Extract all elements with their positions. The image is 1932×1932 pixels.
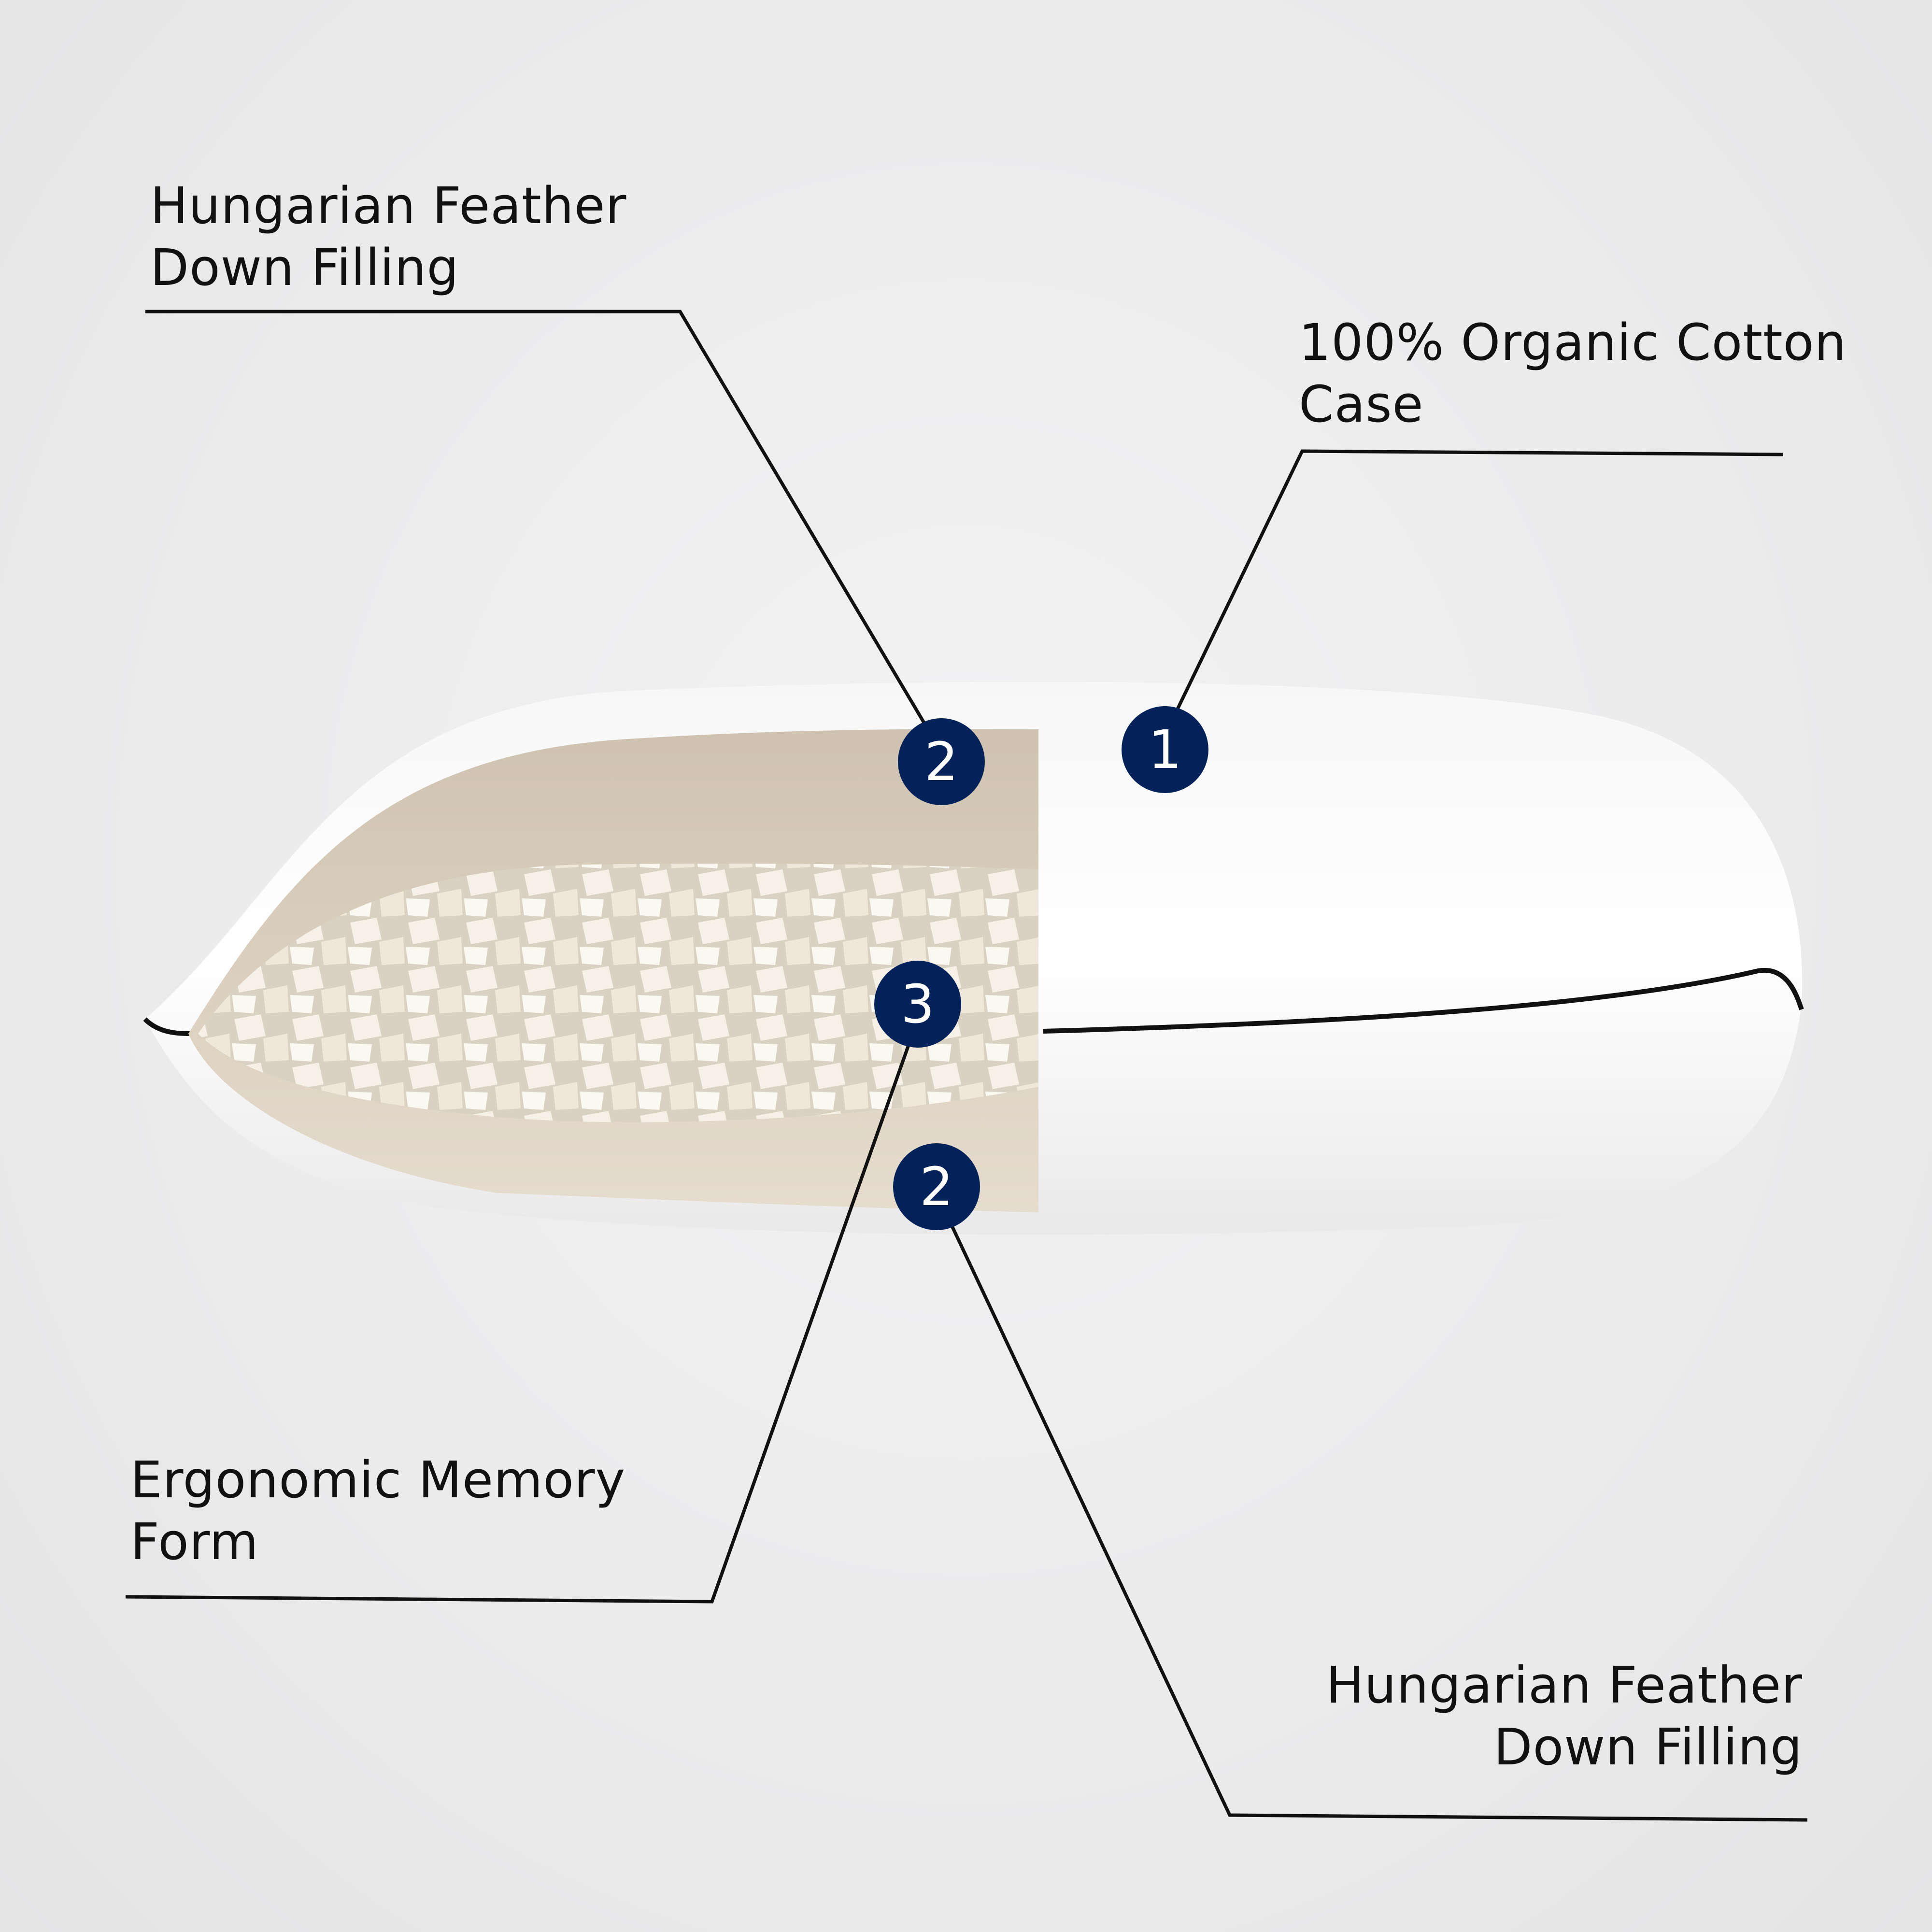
label-memory-foam: Ergonomic Memory Form [130,1449,625,1573]
badge-feather-bottom: 2 [893,1143,980,1230]
label-feather-bottom: Hungarian Feather Down Filling [1326,1654,1803,1778]
badge-feather-top: 2 [898,718,985,805]
label-line: Ergonomic Memory [130,1450,626,1509]
leader-line-cotton-case [1175,449,1783,712]
label-line: 100% Organic Cotton [1299,313,1847,372]
label-feather-top: Hungarian Feather Down Filling [150,175,626,298]
badge-cotton-case: 1 [1122,706,1208,793]
label-line: Case [1299,375,1424,434]
memory-foam-layer [198,864,1038,1122]
badge-memory-foam: 3 [874,961,961,1048]
label-line: Form [130,1512,259,1571]
pillow-piping [1043,967,1804,1034]
label-line: Down Filling [150,238,459,297]
label-cotton-case: 100% Organic Cotton Case [1299,312,1847,435]
label-line: Hungarian Feather [1326,1656,1803,1715]
leader-line-memory-foam [125,1028,916,1604]
label-line: Down Filling [1493,1718,1803,1776]
leader-line-feather-top [145,310,932,734]
label-line: Hungarian Feather [150,176,627,235]
leader-line-feather-bottom [944,1213,1808,1822]
